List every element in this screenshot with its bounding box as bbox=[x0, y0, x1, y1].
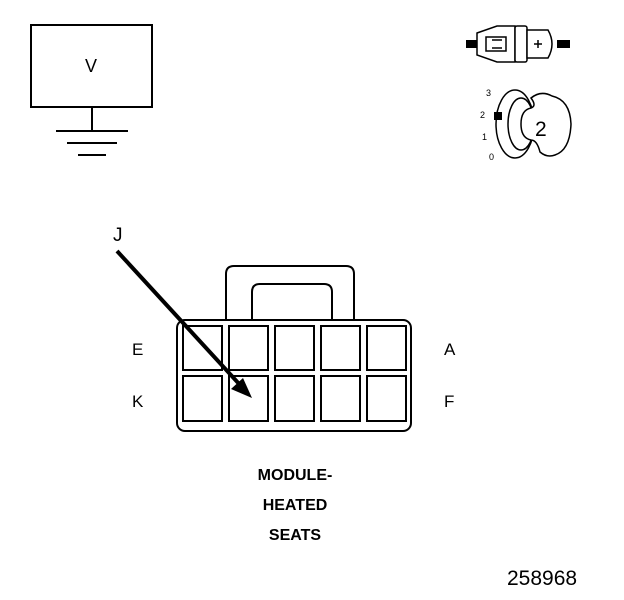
connector-title-line-3: SEATS bbox=[268, 527, 322, 544]
connector-title-line-2: HEATED bbox=[262, 497, 328, 514]
cavity-7 bbox=[228, 375, 269, 422]
voltmeter-label: V bbox=[85, 56, 98, 76]
cavity-10 bbox=[366, 375, 407, 422]
pin-cavities bbox=[182, 325, 407, 422]
selector-value: 2 bbox=[535, 118, 547, 141]
selector-position-1: 1 bbox=[482, 132, 488, 142]
connector-title: MODULE- HEATED SEATS bbox=[215, 461, 375, 551]
ground-icon bbox=[56, 107, 128, 156]
selector-position-2: 2 bbox=[480, 110, 486, 120]
cavity-6 bbox=[182, 375, 223, 422]
cavity-9 bbox=[320, 375, 361, 422]
figure-number: 258968 bbox=[507, 567, 578, 590]
cavity-2 bbox=[228, 325, 269, 371]
selector-position-3: 3 bbox=[486, 88, 492, 98]
rotary-selector-icon bbox=[494, 89, 572, 159]
pin-label-e: E bbox=[132, 340, 144, 359]
connector-title-line-1: MODULE- bbox=[257, 467, 333, 484]
pin-label-f: F bbox=[444, 392, 455, 411]
cavity-8 bbox=[274, 375, 315, 422]
cavity-5 bbox=[366, 325, 407, 371]
pin-label-k: K bbox=[132, 392, 144, 411]
cavity-3 bbox=[274, 325, 315, 371]
pointer-arrow bbox=[115, 249, 252, 398]
cavity-1 bbox=[182, 325, 223, 371]
connector-plug-icon bbox=[466, 25, 570, 63]
pin-label-a: A bbox=[444, 340, 456, 359]
voltmeter-box bbox=[30, 24, 153, 108]
cavity-4 bbox=[320, 325, 361, 371]
pointer-label: J bbox=[113, 225, 123, 246]
selector-position-0: 0 bbox=[489, 152, 495, 162]
